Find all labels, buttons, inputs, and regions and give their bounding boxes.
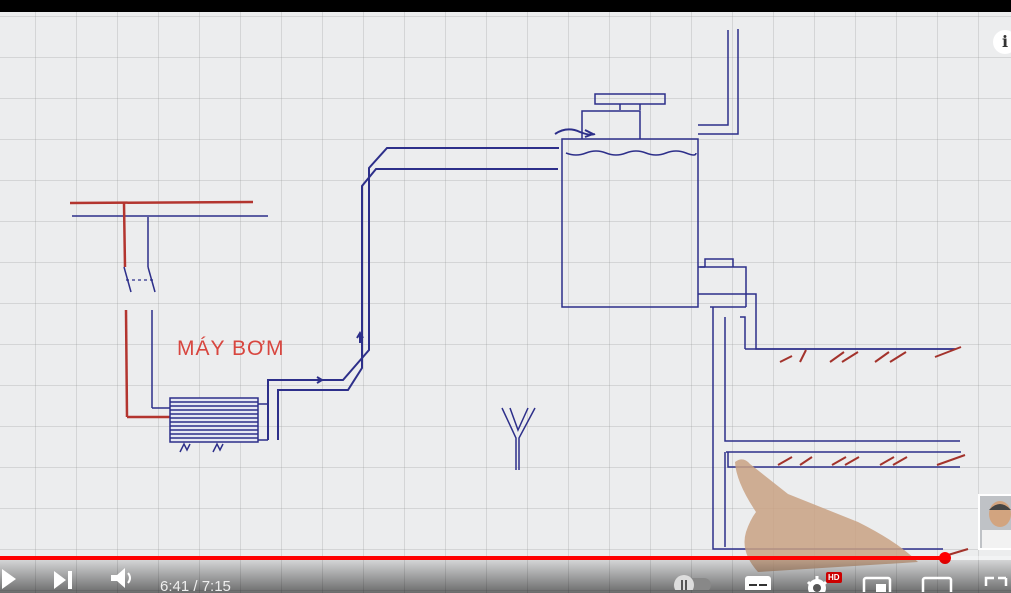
theater-mode-button[interactable] [918,560,956,593]
next-button[interactable] [50,560,76,593]
autoplay-toggle-icon [673,574,711,590]
control-bar: 6:41 / 7:15 HD [0,560,1011,593]
miniplayer-icon [862,576,892,592]
settings-button[interactable]: HD [800,560,842,593]
water-tank-sketch [561,29,956,350]
distribution-pipes [700,266,961,550]
progress-played [0,556,946,560]
play-button[interactable] [0,560,24,593]
pump-label: MÁY BƠM [177,337,284,360]
fullscreen-button[interactable] [982,560,1010,593]
power-line [69,200,268,419]
y-fitting-sketch [501,407,536,470]
theater-mode-icon [921,576,953,592]
volume-button[interactable] [108,560,138,593]
autoplay-toggle[interactable] [670,560,716,593]
info-icon[interactable]: i [993,30,1011,54]
fullscreen-icon [984,576,1008,586]
time-display: 6:41 / 7:15 [160,578,231,593]
faucet-marks [777,346,969,556]
gear-icon [806,575,828,592]
volume-icon [111,567,131,588]
presenter-thumbnail [978,494,1011,550]
play-icon [2,568,16,589]
skip-next-icon [54,570,72,589]
hd-badge: HD [826,572,842,583]
pump-sketch [169,397,269,453]
miniplayer-button[interactable] [860,560,894,593]
subtitles-icon [745,575,771,590]
supply-pipe [267,128,596,440]
presenter-hand [735,459,918,572]
video-frame[interactable] [0,12,1011,593]
whiteboard-drawing: MÁY BƠM [69,29,969,572]
subtitles-button[interactable] [742,560,774,593]
